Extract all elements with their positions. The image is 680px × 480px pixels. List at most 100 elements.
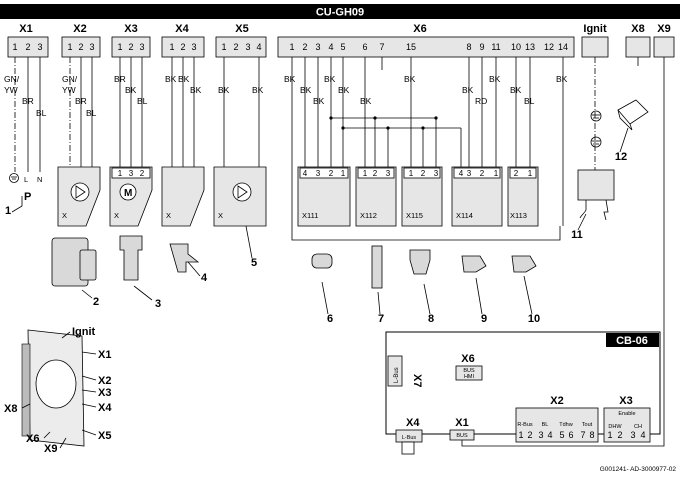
svg-text:14: 14	[558, 42, 568, 52]
svg-text:4: 4	[640, 430, 645, 440]
svg-text:1: 1	[12, 42, 17, 52]
pump-icon	[70, 182, 90, 202]
svg-text:X113: X113	[510, 211, 527, 220]
cb06-x7-label: X7	[411, 374, 423, 387]
x2-wire-gnyw-a: GN/	[62, 74, 78, 84]
svg-text:3: 3	[630, 430, 635, 440]
svg-text:2: 2	[514, 169, 519, 178]
svg-text:3: 3	[37, 42, 42, 52]
svg-text:7: 7	[580, 430, 585, 440]
svg-text:1: 1	[494, 169, 499, 178]
svg-text:BK: BK	[313, 96, 325, 106]
cb06-x7-port	[387, 355, 403, 387]
svg-text:BK: BK	[462, 85, 474, 95]
cb06-x6-label: X6	[461, 353, 474, 365]
svg-text:2: 2	[180, 42, 185, 52]
svg-text:2: 2	[233, 42, 238, 52]
svg-text:DHW: DHW	[608, 424, 622, 430]
svg-text:11: 11	[571, 229, 583, 241]
x2-wiring	[69, 57, 93, 167]
cb06-x3-groups: DHW CH	[608, 424, 642, 430]
svg-text:1: 1	[363, 169, 368, 178]
svg-text:2: 2	[373, 169, 378, 178]
svg-text:BK: BK	[300, 85, 312, 95]
svg-text:X5: X5	[98, 430, 111, 442]
x2-box-x: X	[62, 211, 67, 220]
svg-text:1: 1	[289, 42, 294, 52]
svg-text:3: 3	[89, 42, 94, 52]
cb06-x4-label: X4	[406, 417, 420, 429]
svg-text:2: 2	[480, 169, 485, 178]
svg-text:X115: X115	[406, 211, 423, 220]
x8-pin-box	[625, 36, 651, 58]
x4-wire-bk-1: BK	[165, 74, 177, 84]
component-illustrations	[51, 235, 537, 289]
svg-text:Ignit: Ignit	[72, 326, 96, 338]
x5-pin-box	[215, 36, 267, 58]
svg-text:X114: X114	[456, 211, 473, 220]
svg-text:1: 1	[607, 430, 612, 440]
cb06-x6-hmi: HMI	[464, 374, 475, 380]
cb06-x3-enable: Enable	[618, 411, 635, 417]
svg-text:X9: X9	[44, 443, 57, 455]
svg-text:2: 2	[302, 42, 307, 52]
footer-code: G001241- AD-3000977-02	[600, 466, 677, 473]
svg-text:1: 1	[5, 205, 11, 217]
svg-text:6: 6	[362, 42, 367, 52]
svg-text:4: 4	[459, 169, 464, 178]
svg-text:Tdhw: Tdhw	[559, 422, 572, 428]
conn-x9: X9	[657, 23, 670, 35]
x1-wire-gnyw-a: GN/	[4, 74, 20, 84]
svg-text:2: 2	[617, 430, 622, 440]
svg-text:BK: BK	[404, 74, 416, 84]
svg-text:3: 3	[467, 169, 472, 178]
svg-text:BK: BK	[556, 74, 568, 84]
svg-text:1: 1	[117, 42, 122, 52]
svg-text:3: 3	[538, 430, 543, 440]
svg-text:X1: X1	[98, 349, 111, 361]
x4-device-box	[161, 166, 205, 227]
svg-text:Tout: Tout	[582, 422, 593, 428]
callout-leaders	[11, 127, 629, 315]
svg-text:13: 13	[525, 42, 535, 52]
pump-icon-2	[232, 182, 252, 202]
x5-wiring	[223, 57, 260, 167]
ignition-wiring	[577, 57, 615, 221]
svg-text:4: 4	[328, 42, 333, 52]
x1-wire-br: BR	[22, 96, 34, 106]
cb06-x2-terminal	[515, 407, 599, 443]
ignit-pin-box	[581, 36, 609, 58]
x3-box-x: X	[114, 211, 119, 220]
svg-text:4: 4	[201, 272, 208, 284]
svg-text:5: 5	[251, 257, 257, 269]
x8-wiring	[617, 57, 649, 131]
callouts: 1 2 3 4 5 6 7 8 9 10 11 12	[5, 151, 627, 325]
svg-text:9: 9	[481, 313, 487, 325]
svg-text:7: 7	[379, 42, 384, 52]
cb06-x3-terminal	[603, 407, 651, 443]
svg-text:2: 2	[527, 430, 532, 440]
svg-text:4: 4	[547, 430, 552, 440]
cb06-x2-label: X2	[550, 395, 563, 407]
svg-text:X4: X4	[98, 402, 112, 414]
svg-text:X112: X112	[360, 211, 377, 220]
svg-text:RD: RD	[475, 96, 487, 106]
svg-text:11: 11	[491, 42, 500, 52]
svg-text:1: 1	[67, 42, 72, 52]
svg-text:8: 8	[589, 430, 594, 440]
svg-text:1: 1	[169, 42, 174, 52]
conn-x4: X4	[175, 23, 189, 35]
conn-x3: X3	[124, 23, 137, 35]
cb06-x4-plug	[401, 441, 415, 455]
svg-text:9: 9	[479, 42, 484, 52]
svg-text:6: 6	[568, 430, 573, 440]
x3-wiring	[119, 57, 143, 167]
svg-text:BK: BK	[284, 74, 296, 84]
svg-text:2: 2	[78, 42, 83, 52]
